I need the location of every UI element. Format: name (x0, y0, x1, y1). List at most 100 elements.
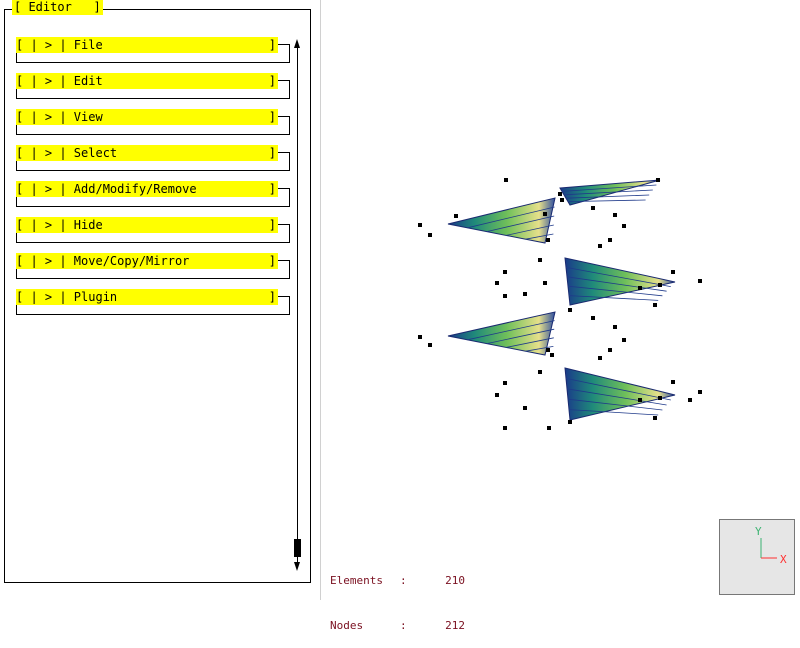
mesh-node (550, 353, 554, 357)
scrollbar-track[interactable] (297, 48, 298, 564)
mesh-node (656, 178, 660, 182)
mesh-stripe (486, 215, 555, 232)
menu-item-label: [ | > | Move/Copy/Mirror (16, 254, 190, 268)
mesh-blade (564, 367, 676, 421)
mesh-node (538, 370, 542, 374)
y-axis-label: Y (755, 525, 762, 538)
mesh-node (608, 348, 612, 352)
mesh-node (638, 398, 642, 402)
mesh-node (503, 294, 507, 298)
menu-item-move-copy-mirror[interactable]: [ | > | Move/Copy/Mirror] (16, 253, 290, 279)
menu-item-select[interactable]: [ | > | Select] (16, 145, 290, 171)
mesh-node (523, 292, 527, 296)
mesh-stripe (525, 233, 554, 240)
nodes-label: Nodes (330, 619, 364, 632)
mesh-nodes (418, 178, 702, 430)
menu-item-label: [ | > | Edit (16, 74, 103, 88)
mesh-node (698, 390, 702, 394)
nodes-row: Nodes : 212 (330, 618, 465, 633)
elements-row: Elements : 210 (330, 573, 465, 588)
mesh-node (658, 396, 662, 400)
mesh-stripe (525, 346, 554, 352)
menu-item-add-modify-remove[interactable]: [ | > | Add/Modify/Remove] (16, 181, 290, 207)
menu-item-label: [ | > | Add/Modify/Remove (16, 182, 197, 196)
menu-item-bar[interactable]: [ | > | Hide] (16, 217, 278, 233)
mesh-stripe (566, 388, 667, 406)
scrollbar-thumb[interactable] (294, 539, 301, 557)
mesh-node (591, 316, 595, 320)
menu-item-file[interactable]: [ | > | File] (16, 37, 290, 63)
mesh-node (613, 325, 617, 329)
mesh-node (658, 283, 662, 287)
menu-item-edit[interactable]: [ | > | Edit] (16, 73, 290, 99)
axes-triad: Y X (719, 519, 795, 595)
mesh-node (653, 416, 657, 420)
menu-item-bar[interactable]: [ | > | Add/Modify/Remove] (16, 181, 278, 197)
mesh-node (523, 406, 527, 410)
mesh-node (495, 393, 499, 397)
mesh-node (622, 224, 626, 228)
mesh-stripe (567, 398, 663, 411)
mesh-node (543, 281, 547, 285)
scroll-up-arrow-icon[interactable] (294, 39, 300, 48)
mesh-node (428, 233, 432, 237)
mesh-node (454, 214, 458, 218)
mesh-node (503, 270, 507, 274)
x-axis-label: X (780, 553, 787, 566)
model-viewport[interactable] (321, 0, 800, 510)
nodes-value: 212 (445, 619, 465, 632)
mesh-blades (447, 179, 676, 421)
mesh-node (503, 426, 507, 430)
mesh-stripe (567, 199, 646, 202)
menu-item-bar[interactable]: [ | > | Select] (16, 145, 278, 161)
mesh-stripe (506, 224, 554, 236)
nodes-separator: : (400, 619, 407, 632)
menu-item-bar[interactable]: [ | > | File] (16, 37, 278, 53)
mesh-stripe (568, 409, 659, 416)
menu-item-plugin[interactable]: [ | > | Plugin] (16, 289, 290, 315)
menu-item-bracket: ] (268, 38, 276, 52)
mesh-node (671, 380, 675, 384)
menu-item-label: [ | > | Hide (16, 218, 103, 232)
menu-item-bar[interactable]: [ | > | Edit] (16, 73, 278, 89)
menu-item-view[interactable]: [ | > | View] (16, 109, 290, 135)
mesh-node (428, 343, 432, 347)
menu-item-bar[interactable]: [ | > | Plugin] (16, 289, 278, 305)
menu-item-label: [ | > | File (16, 38, 103, 52)
scroll-down-arrow-icon[interactable] (294, 562, 300, 571)
mesh-stripe (568, 295, 659, 301)
menu-item-hide[interactable]: [ | > | Hide] (16, 217, 290, 243)
editor-panel (4, 9, 311, 583)
mesh-node (638, 286, 642, 290)
mesh-blade (564, 257, 676, 306)
elements-value: 210 (445, 574, 465, 587)
mesh-stripe (467, 206, 555, 229)
mesh-node (688, 398, 692, 402)
elements-separator: : (400, 574, 407, 587)
mesh-node (613, 213, 617, 217)
mesh-node (598, 356, 602, 360)
mesh-stripe (565, 378, 671, 401)
mesh-node (698, 279, 702, 283)
mesh-stripe (561, 184, 657, 192)
mesh-node (653, 303, 657, 307)
mesh-node (622, 338, 626, 342)
elements-label: Elements (330, 574, 383, 587)
mesh-model (418, 178, 702, 430)
mesh-stripe (486, 328, 555, 344)
menu-item-bar[interactable]: [ | > | View] (16, 109, 278, 125)
mesh-node (547, 426, 551, 430)
mesh-node (538, 258, 542, 262)
mesh-stripe (567, 285, 663, 297)
menu-item-bar[interactable]: [ | > | Move/Copy/Mirror] (16, 253, 278, 269)
mesh-stripe (563, 189, 653, 196)
menu-item-bracket: ] (268, 146, 276, 160)
mesh-node (504, 178, 508, 182)
mesh-stripe (565, 267, 671, 287)
menu-item-label: [ | > | Select (16, 146, 118, 160)
mesh-stripe (566, 276, 667, 292)
menu-item-bracket: ] (268, 110, 276, 124)
menu-item-bracket: ] (268, 290, 276, 304)
mesh-node (546, 348, 550, 352)
mesh-stripe (565, 194, 650, 199)
